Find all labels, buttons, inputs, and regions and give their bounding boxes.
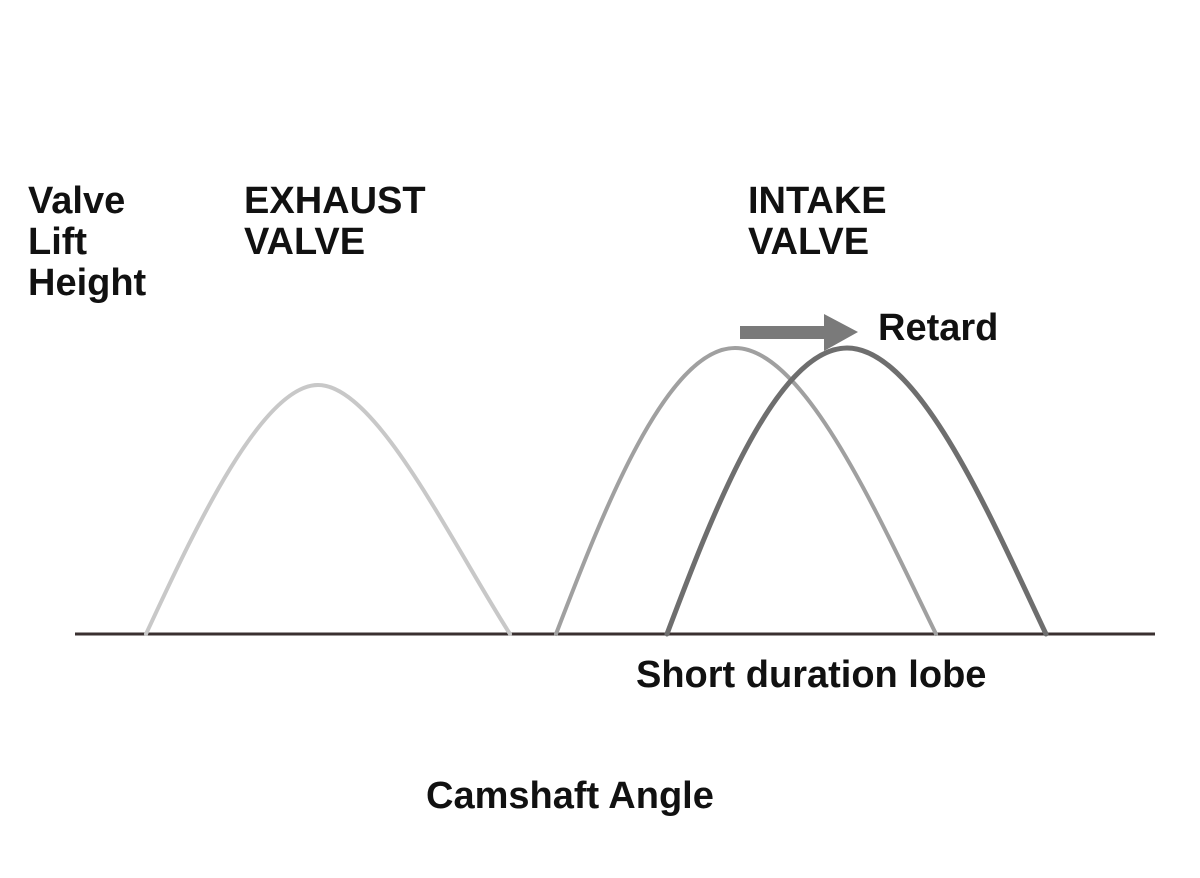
retard-arrow-shaft (740, 326, 828, 339)
y-axis-label-line: Lift (28, 221, 88, 263)
y-axis-label: Valve Lift Height (28, 181, 146, 304)
retarded-intake-lift-curve (664, 345, 1049, 637)
y-axis-label-line: Height (28, 262, 147, 304)
intake-lift-curve (554, 345, 938, 636)
exhaust-valve-label-line: VALVE (244, 221, 366, 263)
intake-valve-label-line: INTAKE (748, 180, 887, 222)
intake-valve-label: INTAKE VALVE (748, 181, 887, 263)
y-axis-label-line: Valve (28, 180, 126, 222)
retard-arrow (740, 314, 858, 351)
exhaust-lift-curve (144, 382, 512, 636)
x-axis-label: Camshaft Angle (426, 775, 714, 817)
retard-arrow-head (824, 314, 858, 351)
short-duration-lobe-label: Short duration lobe (636, 654, 987, 696)
exhaust-valve-label-line: EXHAUST (244, 180, 426, 222)
retard-label: Retard (878, 307, 999, 349)
exhaust-valve-label: EXHAUST VALVE (244, 181, 426, 263)
intake-valve-label-line: VALVE (748, 221, 870, 263)
